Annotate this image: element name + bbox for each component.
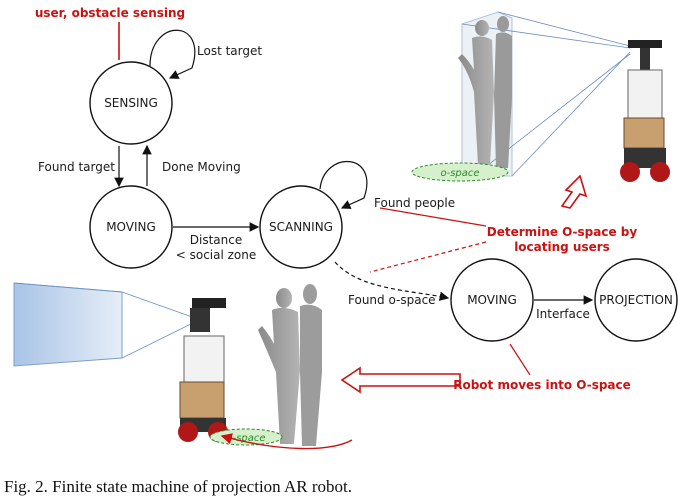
ospace-top-label: o-space xyxy=(440,168,479,179)
ospace-bottom-label: o-space xyxy=(226,433,265,444)
projection-plane xyxy=(13,282,123,367)
label-distance-2: < social zone xyxy=(176,248,257,262)
state-projection-label: PROJECTION xyxy=(599,293,673,307)
scene-bottom-left: o-space xyxy=(13,282,353,450)
annotation-line-people xyxy=(379,207,487,227)
annotation-determine-2: locating users xyxy=(514,240,610,254)
label-found-ospace: Found o-space xyxy=(348,293,436,307)
robot-bottom xyxy=(178,298,228,442)
figure-caption: Fig. 2. Finite state machine of projecti… xyxy=(4,477,352,496)
label-found-people: Found people xyxy=(374,196,455,210)
label-done-moving: Done Moving xyxy=(162,160,241,174)
arrow-found-ospace xyxy=(334,261,450,301)
robot-top xyxy=(620,40,670,182)
ospace-top xyxy=(411,162,509,182)
people-silhouette-top xyxy=(458,16,512,169)
label-lost-target: Lost target xyxy=(197,44,262,58)
annotation-determine-1: Determine O-space by xyxy=(487,225,638,239)
state-moving-1: MOVING xyxy=(89,185,173,269)
state-scanning: SCANNING xyxy=(259,185,343,269)
state-moving-1-label: MOVING xyxy=(106,220,156,234)
annotation-robot-moves: Robot moves into O-space xyxy=(453,378,631,392)
state-moving-2-label: MOVING xyxy=(467,293,517,307)
state-sensing: SENSING xyxy=(89,61,173,145)
state-projection: PROJECTION xyxy=(594,258,678,342)
state-moving-2: MOVING xyxy=(450,258,534,342)
robot-path-arrow xyxy=(220,433,353,450)
label-distance-1: Distance xyxy=(190,233,242,247)
loop-lost-target xyxy=(149,29,196,79)
red-arrow-bottom xyxy=(340,366,461,394)
input-label: user, obstacle sensing xyxy=(35,6,185,20)
annotation-line-moving xyxy=(509,343,531,376)
label-interface: Interface xyxy=(536,307,590,321)
people-silhouette-bottom xyxy=(258,284,322,446)
scene-top-right: o-space xyxy=(411,11,670,182)
state-sensing-label: SENSING xyxy=(104,96,158,110)
loop-found-people xyxy=(319,161,368,209)
annotation-line-scan xyxy=(369,241,487,273)
state-scanning-label: SCANNING xyxy=(269,220,333,234)
label-found-target: Found target xyxy=(38,160,115,174)
red-arrow-top xyxy=(560,174,588,209)
